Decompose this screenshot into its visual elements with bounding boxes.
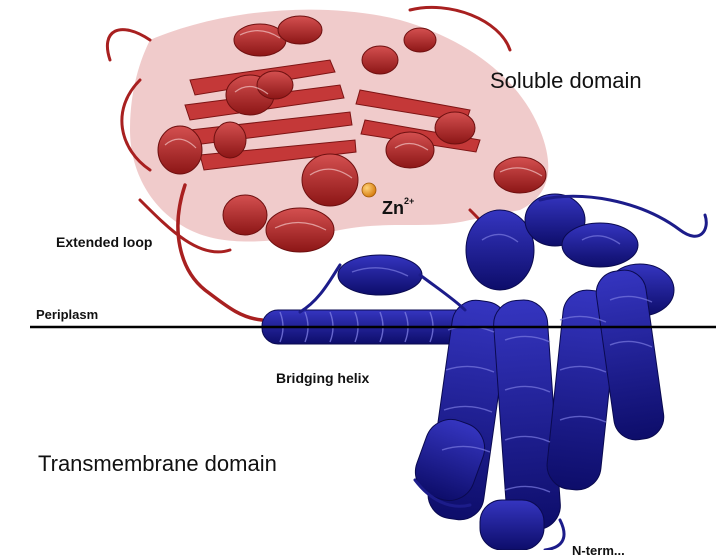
zinc-ion-charge: 2+ (404, 196, 415, 206)
extended-loop-coil (176, 183, 264, 322)
zinc-ion-sphere (361, 182, 377, 198)
soluble-domain-ribbon (105, 5, 549, 322)
extended-loop-label: Extended loop (56, 234, 153, 250)
transmembrane-domain-ribbon (261, 193, 708, 550)
zinc-ion-label: Zn2+ (382, 196, 415, 219)
bridging-helix-label: Bridging helix (276, 370, 370, 386)
n-terminus-label: N-term... (572, 543, 625, 558)
periplasm-label: Periplasm (36, 307, 99, 322)
zinc-ion-symbol: Zn (382, 198, 404, 218)
soluble-domain-label: Soluble domain (490, 68, 642, 93)
transmembrane-domain-label: Transmembrane domain (38, 451, 277, 476)
